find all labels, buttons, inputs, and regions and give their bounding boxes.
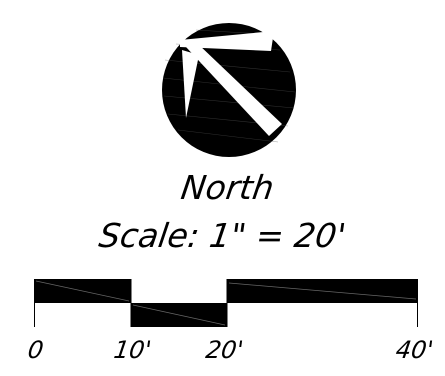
north-label: North: [178, 168, 277, 207]
pointer-strip-diagonal: [186, 43, 282, 136]
scale-tick-label-10: 10': [112, 336, 154, 364]
scale-tick-label-40: 40': [394, 336, 436, 364]
scale-label: Scale: 1" = 20': [96, 216, 349, 255]
pointer-strip-top: [180, 31, 274, 51]
north-arrow: [162, 23, 296, 157]
pointer-strip-middle: [182, 50, 199, 118]
scale-tick-label-20: 20': [204, 336, 246, 364]
scale-bar: [34, 279, 418, 327]
north-pointer: [180, 31, 282, 136]
